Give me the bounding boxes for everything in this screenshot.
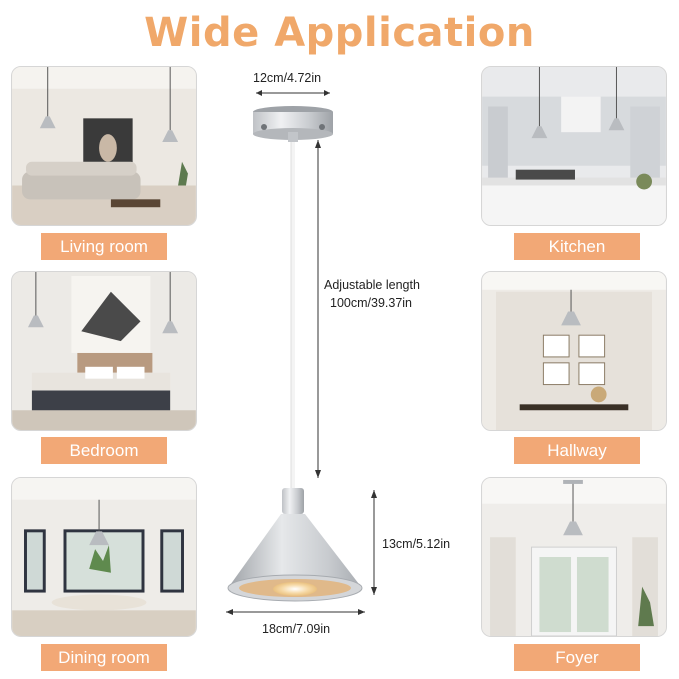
kitchen-illustration — [482, 67, 666, 225]
room-label-foyer: Foyer — [514, 644, 640, 671]
adjustable-length-label: Adjustable length — [324, 278, 420, 292]
kitchen-photo — [481, 66, 667, 226]
shade-width-text: 18cm/7.09in — [262, 622, 331, 636]
room-label-dining-room: Dining room — [41, 644, 167, 671]
hallway-photo — [481, 271, 667, 431]
room-label-hallway: Hallway — [514, 437, 640, 464]
dining-room-photo — [11, 477, 197, 637]
adjustable-length-value: 100cm/39.37in — [330, 296, 413, 310]
foyer-illustration — [482, 478, 666, 636]
canopy-width-text: 12cm/4.72in — [253, 71, 322, 85]
room-label-bedroom: Bedroom — [41, 437, 167, 464]
bulb — [273, 582, 317, 596]
living-room-illustration — [12, 67, 196, 225]
canopy-width-dimension — [256, 90, 330, 96]
bedroom-photo — [11, 271, 197, 431]
ceiling-canopy — [253, 106, 333, 142]
dining-room-illustration — [12, 478, 196, 636]
room-label-living-room: Living room — [41, 233, 167, 260]
shade-height-text: 13cm/5.12in — [382, 537, 451, 551]
room-label-kitchen: Kitchen — [514, 233, 640, 260]
shade-width-dimension — [226, 609, 365, 615]
page-title: Wide Application — [144, 10, 535, 56]
shade-height-dimension — [371, 490, 377, 595]
hallway-illustration — [482, 272, 666, 430]
living-room-photo — [11, 66, 197, 226]
cord-length-dimension — [315, 140, 321, 478]
foyer-photo — [481, 477, 667, 637]
lamp-shade — [227, 488, 363, 602]
bedroom-illustration — [12, 272, 196, 430]
